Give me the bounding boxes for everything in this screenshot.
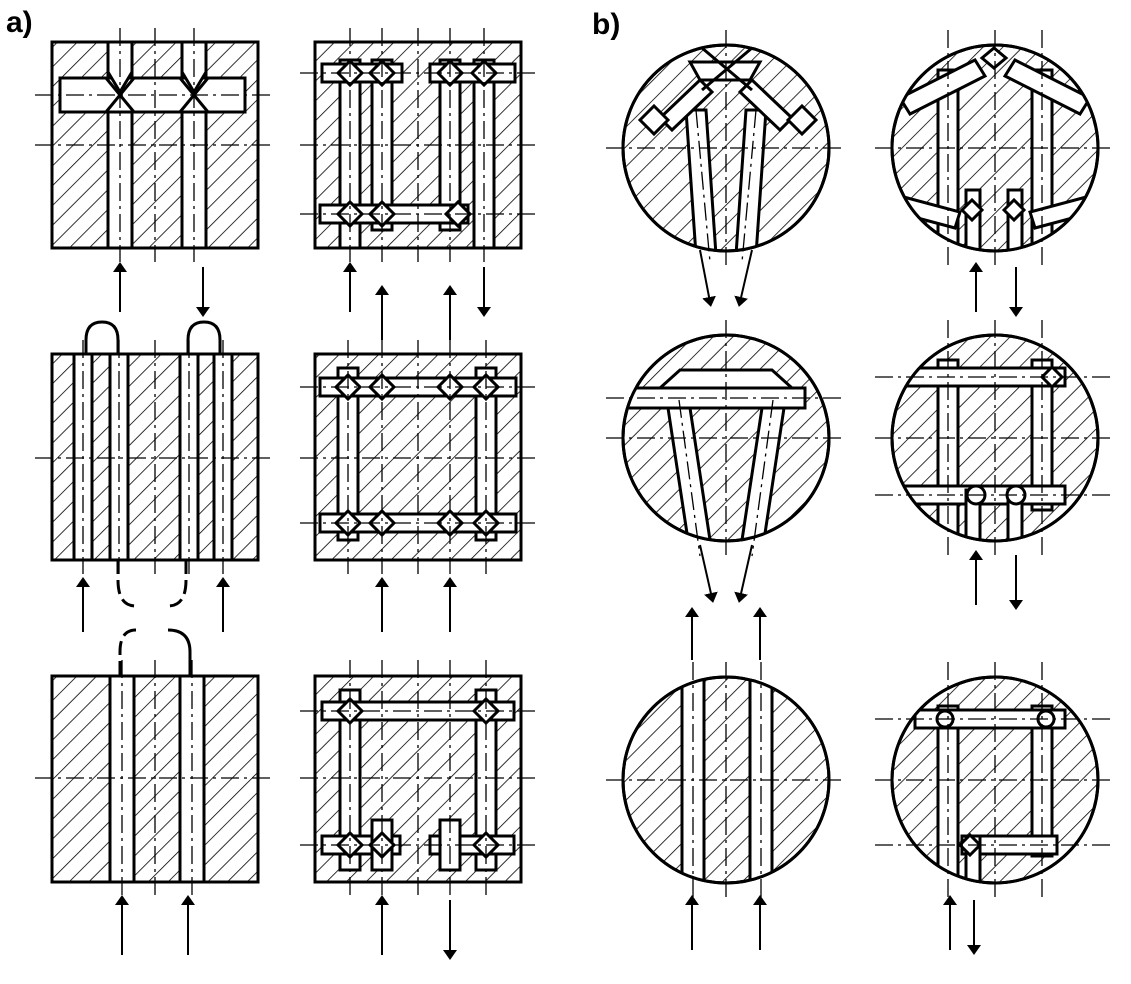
circle-view-3 — [606, 662, 846, 898]
square-view-6 — [300, 660, 535, 896]
panel-label-b: b) — [592, 8, 621, 41]
square-view-3 — [35, 628, 272, 896]
square-view-2 — [35, 320, 272, 608]
panel-label-a: a) — [6, 6, 33, 39]
circle-view-2 — [606, 320, 846, 557]
square-view-4 — [300, 28, 535, 262]
circle-view-6 — [875, 662, 1115, 898]
circle-view-5 — [875, 320, 1115, 556]
square-view-5 — [300, 340, 535, 574]
circle-view-4 — [875, 30, 1115, 266]
circle-view-1 — [606, 30, 846, 266]
square-view-1 — [35, 28, 272, 262]
